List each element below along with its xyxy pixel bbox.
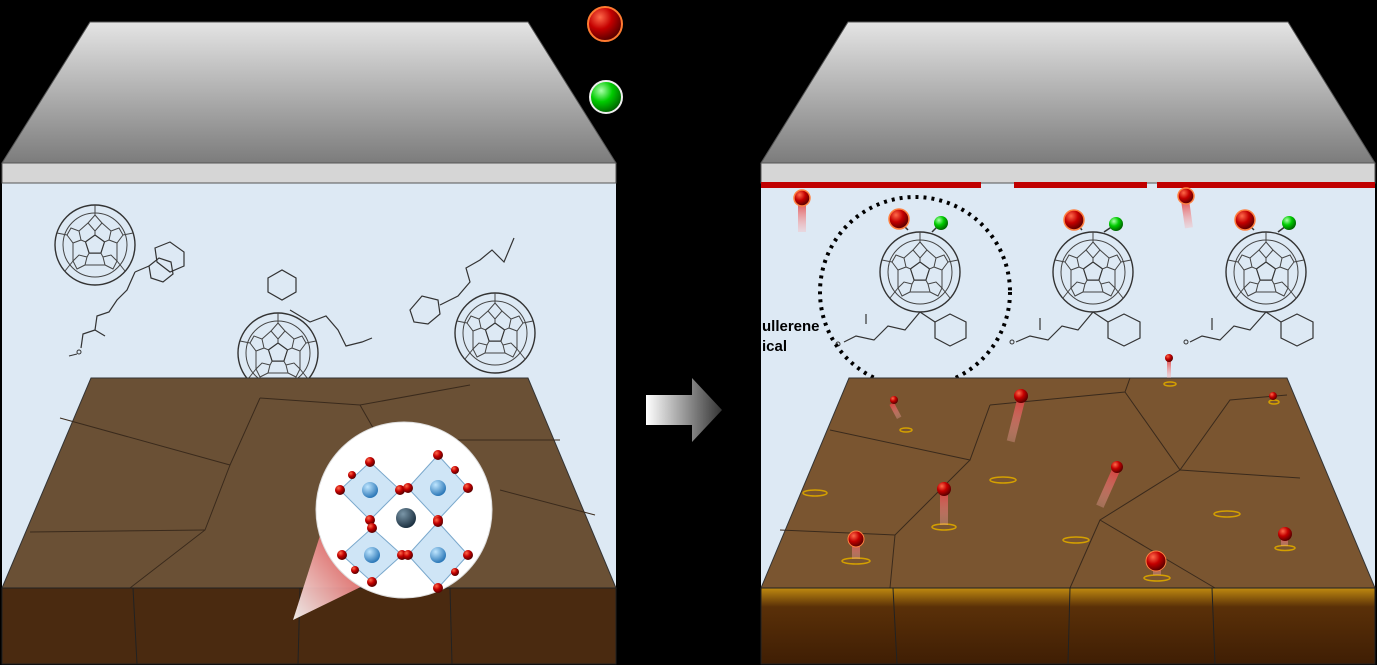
left-lid-edge [1,162,617,184]
right-lid-top [760,21,1376,164]
left-cell [1,21,617,665]
left-perovskite-top [1,377,617,589]
right-arrow-icon [646,378,722,442]
released-radicals-top [793,187,1195,232]
left-fullerene-3 [409,237,536,374]
left-fullerene-2 [237,269,373,394]
escaping-radicals [847,354,1292,575]
highlight-circle [818,195,1012,389]
right-cell: ullerene ical [760,21,1376,665]
perovskite-crystal-zoom [293,421,493,620]
left-fullerene-1 [54,204,185,357]
fullerene-radical-1 [835,208,967,347]
surface-holes [802,381,1296,582]
legend-red-ball [587,6,623,42]
annotation-line-2: ical [762,338,787,355]
interface-red-lines [761,182,1375,188]
left-lid-top [1,21,617,164]
right-lid-edge [760,162,1376,184]
legend-green-ball [589,80,623,114]
fullerene-radical-2 [1009,209,1141,347]
legend [587,6,623,114]
annotation-line-1: ullerene [762,318,820,335]
zoom-cone [293,520,375,620]
fullerene-radical-3 [1183,209,1314,347]
